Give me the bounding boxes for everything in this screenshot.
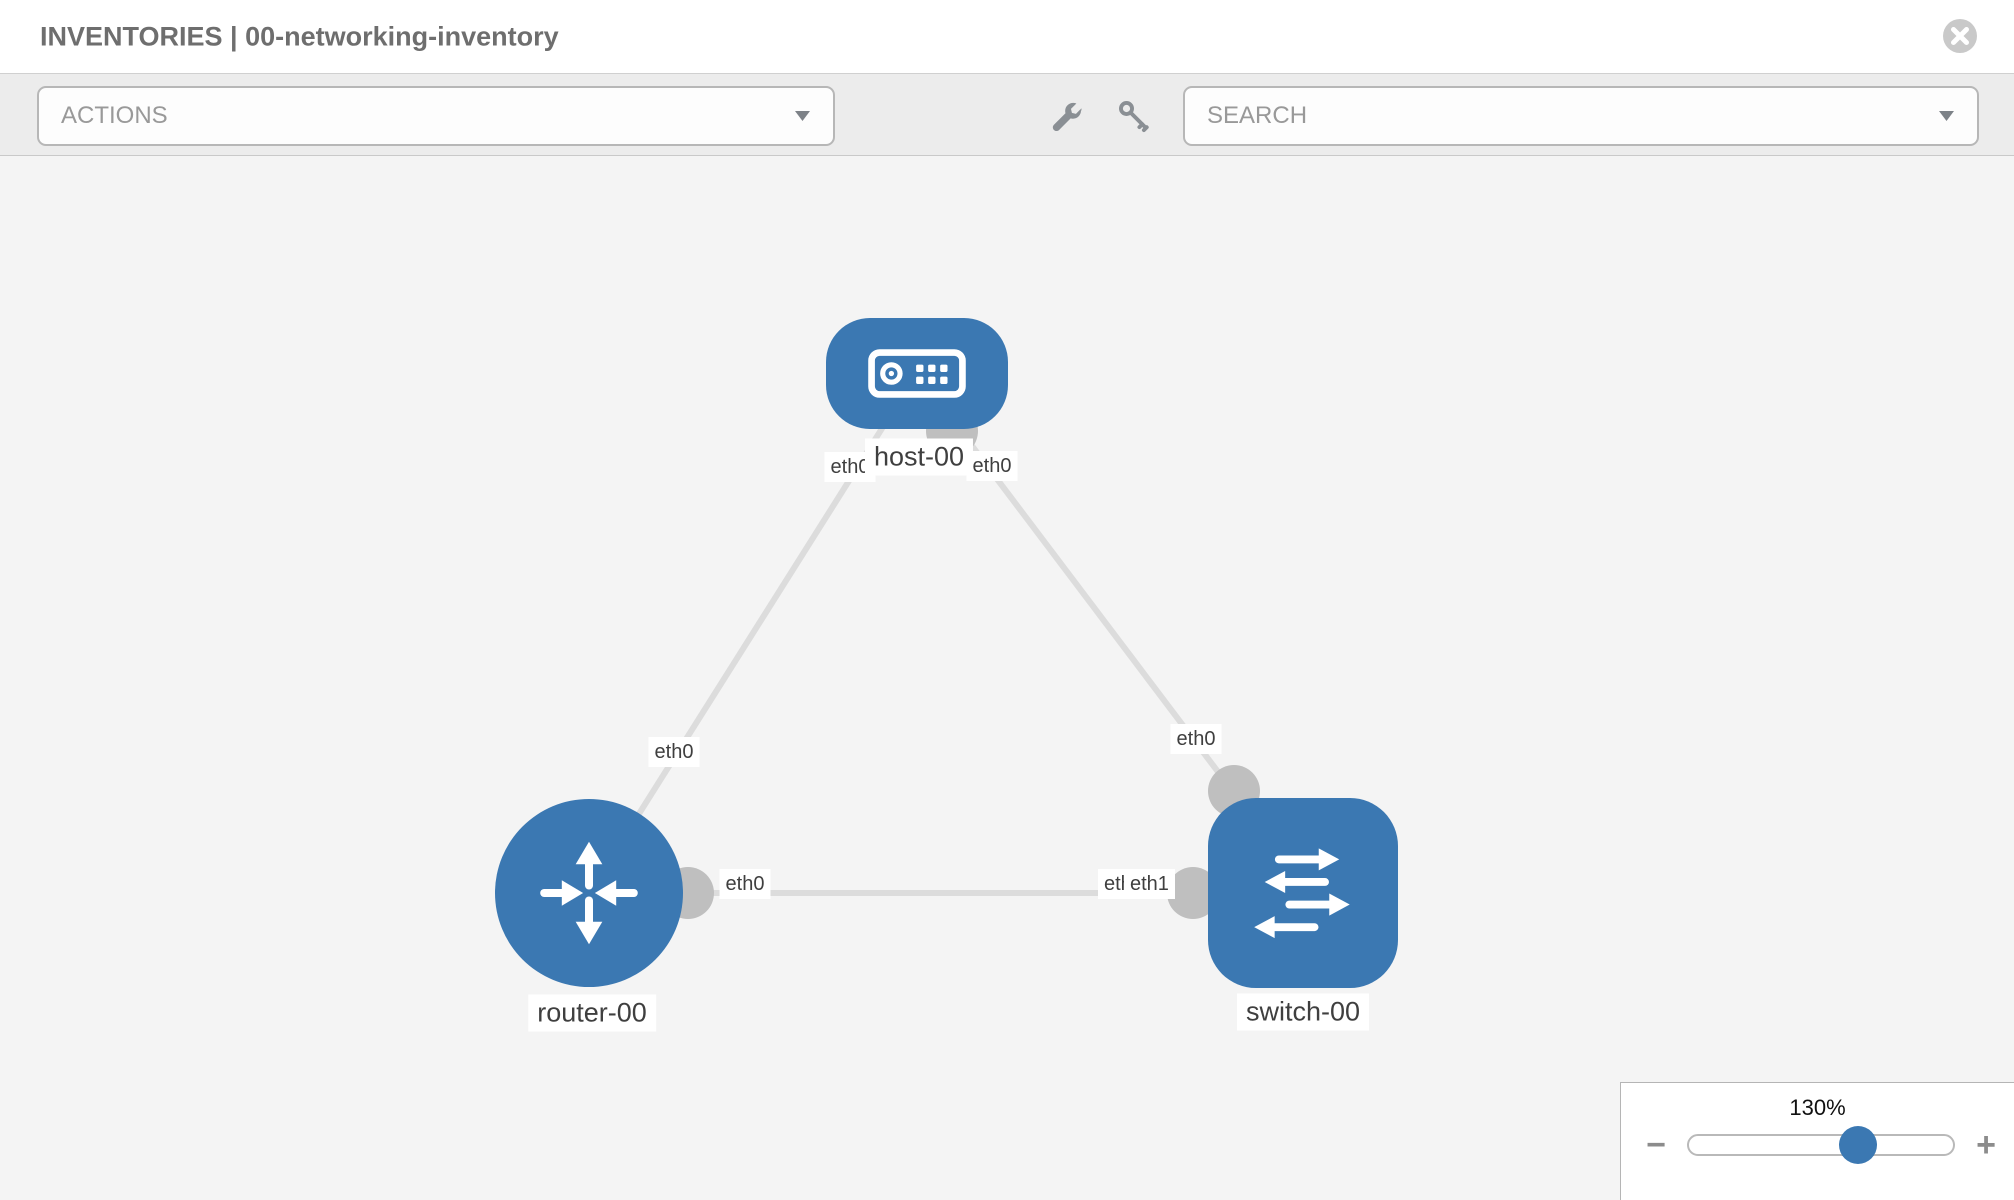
node-switch-00[interactable] bbox=[1208, 798, 1398, 988]
topology-canvas[interactable]: eth0 eth0 eth0 eth0 eth0 eth0 eth1 host-… bbox=[0, 156, 2014, 1200]
switch-icon bbox=[1254, 848, 1350, 939]
node-host-00[interactable] bbox=[826, 318, 1008, 429]
node-label-host-00: host-00 bbox=[864, 438, 974, 476]
zoom-slider-handle[interactable] bbox=[1838, 1126, 1877, 1164]
interface-label-switch-to-router-back: eth0 bbox=[1098, 869, 1128, 899]
wrench-button[interactable] bbox=[1038, 86, 1094, 146]
chevron-down-icon bbox=[795, 111, 810, 121]
interface-label-switch-to-host: eth0 bbox=[1170, 724, 1222, 754]
actions-dropdown-label: ACTIONS bbox=[61, 102, 168, 129]
key-icon bbox=[1118, 100, 1149, 133]
zoom-slider[interactable] bbox=[1687, 1126, 1955, 1164]
router-icon bbox=[540, 841, 638, 945]
wrench-icon bbox=[1052, 102, 1083, 132]
node-label-switch-00: switch-00 bbox=[1236, 993, 1370, 1031]
interface-label-router-to-host: eth0 bbox=[648, 737, 700, 767]
zoom-level-label: 130% bbox=[1789, 1095, 1846, 1120]
actions-dropdown[interactable]: ACTIONS bbox=[37, 86, 835, 146]
server-icon bbox=[868, 349, 966, 398]
close-button[interactable] bbox=[1942, 18, 1978, 54]
topology-links bbox=[586, 371, 1303, 896]
close-icon bbox=[1943, 19, 1977, 53]
page-title: INVENTORIES | 00-networking-inventory bbox=[40, 21, 559, 51]
interface-label-router-to-switch: eth0 bbox=[719, 869, 771, 899]
search-placeholder: SEARCH bbox=[1207, 102, 1308, 129]
node-router-00[interactable] bbox=[495, 799, 683, 987]
chevron-down-icon bbox=[1939, 111, 1954, 121]
interface-label-switch-to-router-front: eth1 bbox=[1124, 869, 1175, 899]
zoom-in-button[interactable]: + bbox=[1969, 1128, 2003, 1162]
toolbar: ACTIONS SEARCH bbox=[0, 74, 2014, 156]
interface-label-host-to-switch: eth0 bbox=[966, 451, 1018, 481]
header: INVENTORIES | 00-networking-inventory bbox=[0, 0, 2014, 74]
key-button[interactable] bbox=[1106, 86, 1162, 146]
zoom-out-button[interactable]: − bbox=[1639, 1128, 1673, 1162]
zoom-panel: 130% − + bbox=[1620, 1082, 2014, 1200]
node-label-router-00: router-00 bbox=[528, 994, 656, 1032]
search-dropdown[interactable]: SEARCH bbox=[1183, 86, 1979, 146]
